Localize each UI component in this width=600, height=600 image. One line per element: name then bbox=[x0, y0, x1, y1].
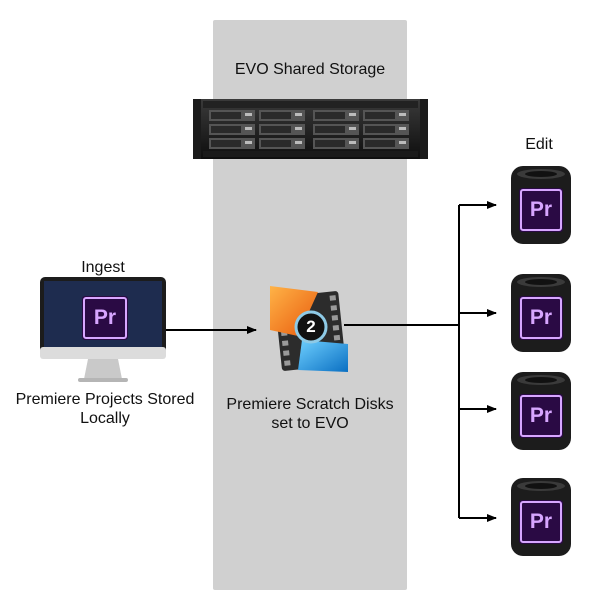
edit-title: Edit bbox=[525, 136, 553, 153]
scratch-caption-line1: Premiere Scratch Disks bbox=[226, 396, 394, 413]
scratch-caption-line2: set to EVO bbox=[271, 415, 349, 432]
rack-server-icon bbox=[193, 95, 428, 163]
imac-computer-icon bbox=[40, 277, 166, 387]
mac-pro-workstation-2: Pr bbox=[511, 274, 571, 352]
premiere-icon: Pr bbox=[529, 404, 553, 427]
premiere-icon: Pr bbox=[529, 306, 553, 329]
premiere-icon: Pr bbox=[529, 198, 553, 221]
evo-scratch-badge: 2 bbox=[306, 317, 316, 336]
ingest-title: Ingest bbox=[81, 259, 125, 276]
evo-scratch-film-icon: 2 bbox=[268, 280, 350, 376]
ingest-caption-line2: Locally bbox=[80, 410, 130, 427]
premiere-icon: Pr bbox=[82, 296, 128, 340]
premiere-icon-text: Pr bbox=[93, 306, 117, 329]
mac-pro-workstation-1: Pr bbox=[511, 166, 571, 244]
storage-title: EVO Shared Storage bbox=[234, 61, 386, 78]
ingest-caption-line1: Premiere Projects Stored bbox=[15, 391, 195, 408]
premiere-icon: Pr bbox=[529, 510, 553, 533]
mac-pro-workstation-3: Pr bbox=[511, 372, 571, 450]
mac-pro-workstation-4: Pr bbox=[511, 478, 571, 556]
